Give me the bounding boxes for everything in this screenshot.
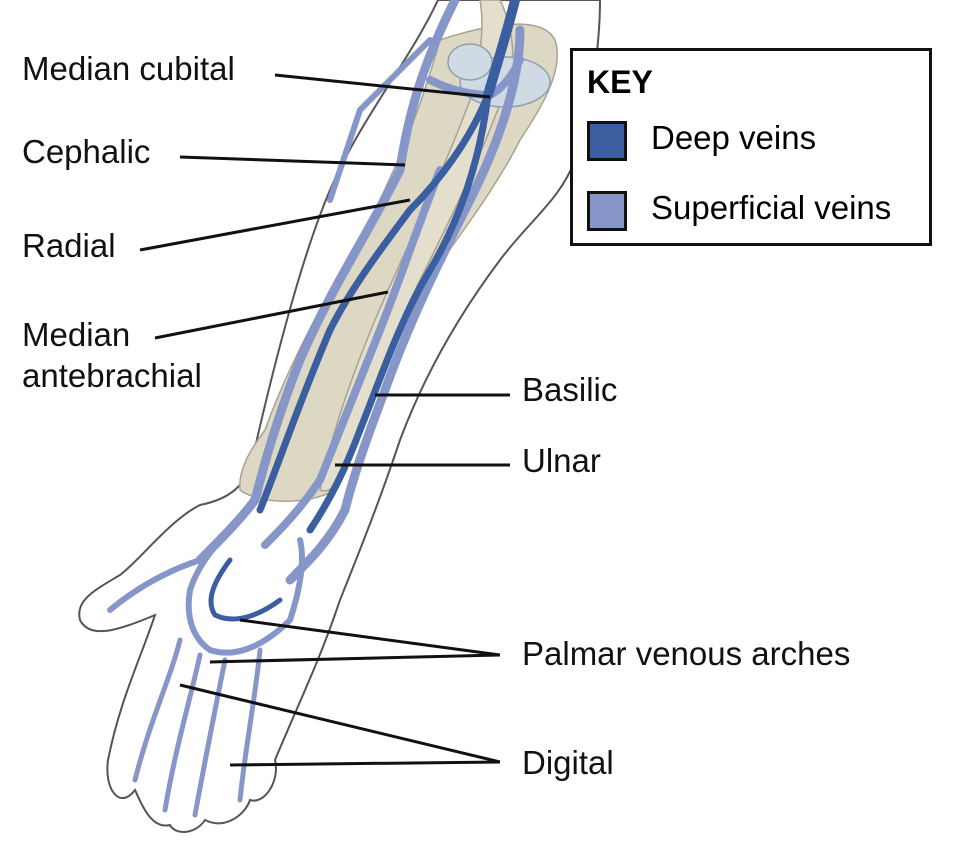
label-ulnar: Ulnar — [522, 442, 601, 479]
leader-median-cubital — [274, 73, 491, 99]
label-median-cubital: Median cubital — [22, 50, 235, 87]
key-title: KEY — [587, 64, 653, 100]
basilic-vein — [285, 25, 525, 585]
label-palmar-venous-arches: Palmar venous arches — [522, 635, 851, 672]
digital-vein-4 — [237, 647, 263, 803]
digital-vein-1 — [132, 637, 183, 783]
leader-digital-2 — [229, 760, 501, 767]
label-digital: Digital — [522, 744, 614, 781]
label-median-antebrachial-line2: antebrachial — [22, 357, 202, 394]
leader-palmar-2 — [209, 653, 501, 664]
digital-vein-2 — [162, 652, 203, 813]
leader-median-antebrachial — [154, 290, 389, 340]
thumb-vein — [107, 557, 203, 613]
median-antebrachial-vein — [261, 166, 444, 549]
label-basilic: Basilic — [522, 371, 618, 408]
key-deep-veins-label: Deep veins — [651, 119, 817, 156]
elbow-cartilage-2 — [447, 43, 493, 81]
leader-radial — [139, 198, 411, 252]
cephalic-vein — [195, 0, 460, 565]
leader-digital-1 — [179, 683, 501, 764]
label-median-antebrachial-line1: Median — [22, 316, 131, 353]
brachial-deep-vein — [483, 0, 520, 100]
deep-veins-swatch — [587, 121, 627, 161]
label-cephalic: Cephalic — [22, 133, 151, 170]
key-superficial-veins-label: Superficial veins — [651, 189, 892, 226]
leader-palmar-1 — [239, 618, 501, 657]
digital-vein-3 — [192, 657, 228, 818]
leader-cephalic — [179, 155, 406, 167]
deep-veins — [208, 0, 520, 622]
superficial-veins-swatch — [587, 191, 627, 231]
deep-palmar-arch — [208, 557, 283, 622]
radial-vein — [256, 91, 492, 514]
ulnar-vein — [306, 91, 492, 534]
palmar-superficial-network — [185, 517, 305, 656]
key-legend: KEY Deep veins Superficial veins — [570, 48, 932, 246]
leader-lines — [139, 73, 510, 767]
label-radial: Radial — [22, 227, 116, 264]
upper-cephalic-branch — [327, 37, 433, 203]
